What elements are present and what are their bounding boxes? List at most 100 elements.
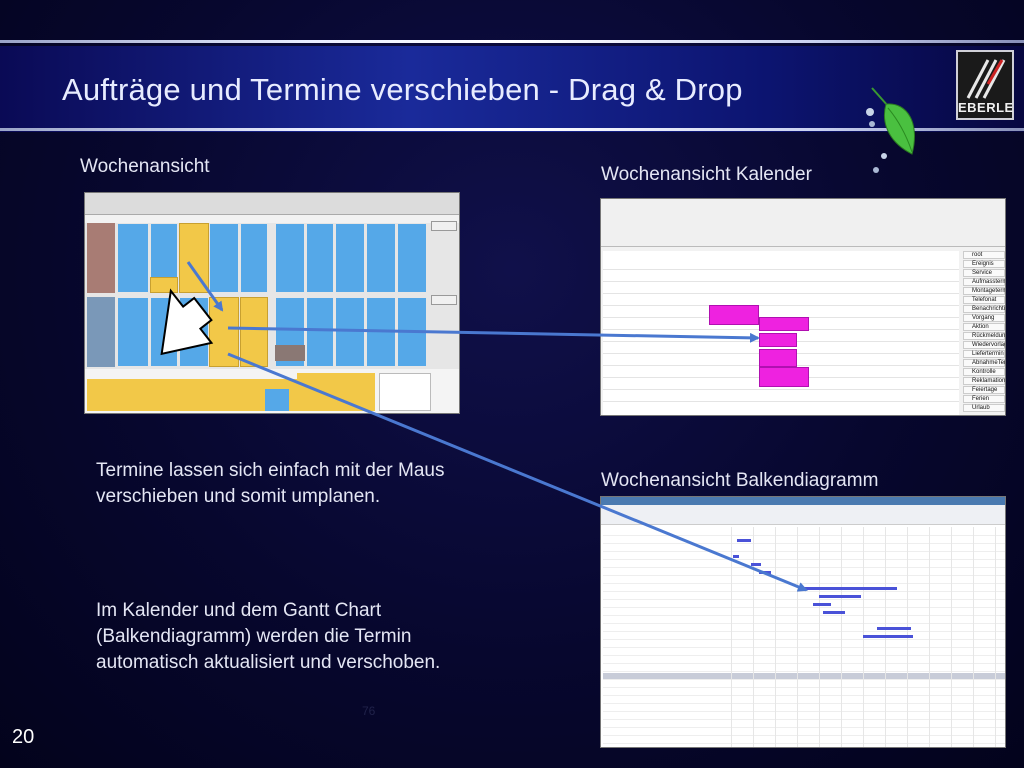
calendar-legend-item[interactable]: root: [963, 251, 1005, 259]
appointment[interactable]: [397, 297, 427, 367]
calendar-legend-item[interactable]: AbnahmeTerr: [963, 359, 1005, 367]
gantt-row[interactable]: [603, 721, 1005, 728]
slide-title: Aufträge und Termine verschieben - Drag …: [62, 72, 743, 107]
gantt-row[interactable]: [603, 737, 1005, 744]
appointment[interactable]: [366, 297, 396, 367]
gantt-row[interactable]: [603, 673, 1005, 680]
calendar-filter-toolbar: [601, 199, 1005, 247]
appointment-blocked: [275, 345, 305, 361]
gantt-row[interactable]: [603, 729, 1005, 736]
gantt-row[interactable]: [603, 553, 1005, 560]
gantt-row[interactable]: [603, 569, 1005, 576]
calendar-legend-item[interactable]: Feiertage: [963, 386, 1005, 394]
appointment[interactable]: [306, 223, 334, 293]
calendar-legend-item[interactable]: Liefertermin: [963, 350, 1005, 358]
appointment[interactable]: [366, 223, 396, 293]
gantt-bar[interactable]: [803, 587, 897, 590]
calendar-legend-item[interactable]: Vorgang: [963, 314, 1005, 322]
appointment[interactable]: [179, 297, 209, 367]
gantt-row[interactable]: [603, 713, 1005, 720]
week-view-side-button[interactable]: [431, 295, 457, 305]
gantt-row[interactable]: [603, 705, 1005, 712]
eberle-logo-icon: EBERLE: [956, 50, 1014, 120]
calendar-legend-item[interactable]: Telefonat: [963, 296, 1005, 304]
appointment[interactable]: [306, 297, 334, 367]
gantt-row[interactable]: [603, 681, 1005, 688]
calendar-legend-item[interactable]: Reklamation: [963, 377, 1005, 385]
appointment[interactable]: [209, 223, 239, 293]
calendar-legend-item[interactable]: Ferien: [963, 395, 1005, 403]
calendar-appointment[interactable]: [759, 333, 797, 347]
gantt-row[interactable]: [603, 609, 1005, 616]
calendar-legend-item[interactable]: Urlaub: [963, 404, 1005, 412]
calendar-appointment[interactable]: [759, 367, 809, 387]
gantt-bar[interactable]: [737, 539, 751, 542]
gantt-row[interactable]: [603, 617, 1005, 624]
logo-text: EBERLE: [958, 100, 1014, 115]
detail-list-selected: [265, 389, 289, 411]
paragraph-auto-update: Im Kalender und dem Gantt Chart (Balkend…: [96, 600, 441, 673]
label-calendar-view: Wochenansicht Kalender: [601, 164, 812, 185]
gantt-row[interactable]: [603, 537, 1005, 544]
gantt-row[interactable]: [603, 697, 1005, 704]
gantt-bar[interactable]: [819, 595, 861, 598]
week-view-side-button[interactable]: [431, 221, 457, 231]
gantt-row[interactable]: [603, 689, 1005, 696]
appointment[interactable]: [275, 223, 305, 293]
gantt-row[interactable]: [603, 561, 1005, 568]
appointment-highlighted[interactable]: [240, 297, 268, 367]
gantt-row[interactable]: [603, 625, 1005, 632]
appointment-highlighted[interactable]: [179, 223, 209, 293]
appointment[interactable]: [397, 223, 427, 293]
gantt-row[interactable]: [603, 545, 1005, 552]
calendar-legend-item[interactable]: Service: [963, 269, 1005, 277]
calendar-legend-item[interactable]: Ereignis: [963, 260, 1005, 268]
gantt-row[interactable]: [603, 649, 1005, 656]
appointment[interactable]: [150, 297, 178, 367]
gantt-row[interactable]: [603, 745, 1005, 747]
appointment[interactable]: [335, 297, 365, 367]
calendar-appointment[interactable]: [759, 317, 809, 331]
gantt-grid-line: [819, 527, 820, 747]
gantt-bar[interactable]: [751, 563, 761, 566]
gantt-row[interactable]: [603, 601, 1005, 608]
calendar-appointment[interactable]: [759, 349, 797, 367]
calendar-legend-item[interactable]: Aktion: [963, 323, 1005, 331]
gantt-row[interactable]: [603, 665, 1005, 672]
calendar-legend-item[interactable]: Montagetermi: [963, 287, 1005, 295]
gantt-row[interactable]: [603, 641, 1005, 648]
gantt-grid-line: [951, 527, 952, 747]
week-view-day-header: [85, 215, 459, 223]
gantt-row[interactable]: [603, 633, 1005, 640]
gantt-grid-line: [973, 527, 974, 747]
grid-line: [603, 281, 959, 282]
gantt-bar[interactable]: [759, 571, 771, 574]
header-band: [0, 46, 1024, 132]
header-line-bottom: [0, 128, 1024, 131]
appointment-highlighted[interactable]: [150, 277, 178, 293]
gantt-bar[interactable]: [863, 635, 913, 638]
appointment[interactable]: [335, 223, 365, 293]
gantt-row[interactable]: [603, 593, 1005, 600]
grid-line: [603, 305, 959, 306]
calendar-legend-item[interactable]: Kontrolle: [963, 368, 1005, 376]
gantt-bar[interactable]: [823, 611, 845, 614]
appointment[interactable]: [117, 223, 149, 293]
week-view-resource-2: [87, 297, 115, 367]
appointment[interactable]: [240, 223, 268, 293]
appointment[interactable]: [117, 297, 149, 367]
calendar-appointment[interactable]: [709, 305, 759, 325]
gantt-row[interactable]: [603, 529, 1005, 536]
gantt-bar[interactable]: [813, 603, 831, 606]
gantt-row[interactable]: [603, 577, 1005, 584]
calendar-legend-item[interactable]: Rückmeldung: [963, 332, 1005, 340]
calendar-legend-item[interactable]: Benachrichtigu: [963, 305, 1005, 313]
calendar-legend-item[interactable]: Aufmassterm: [963, 278, 1005, 286]
gantt-bar[interactable]: [877, 627, 911, 630]
appointment-highlighted[interactable]: [209, 297, 239, 367]
calendar-legend-item[interactable]: Wiedervorlage: [963, 341, 1005, 349]
gantt-row[interactable]: [603, 657, 1005, 664]
detail-form-fields: [379, 373, 431, 411]
gantt-bar[interactable]: [733, 555, 739, 558]
